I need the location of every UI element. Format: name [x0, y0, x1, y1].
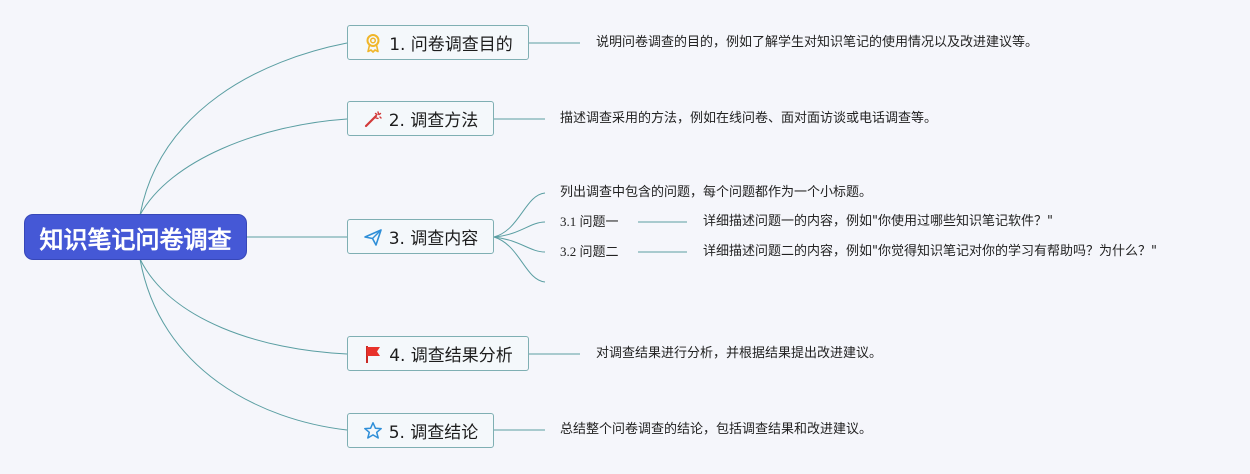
topic-2[interactable]: 2. 调查方法	[347, 101, 494, 136]
topic-1-label: 1. 问卷调查目的	[389, 35, 513, 55]
topic-2-note: 描述调查采用的方法，例如在线问卷、面对面访谈或电话调查等。	[560, 111, 938, 126]
topic-5-note: 总结整个问卷调查的结论，包括调查结果和改进建议。	[560, 422, 873, 437]
topic-1-note: 说明问卷调查的目的，例如了解学生对知识笔记的使用情况以及改进建议等。	[596, 35, 1039, 50]
root-topic-label: 知识笔记问卷调查	[39, 225, 232, 254]
magic-wand-icon	[363, 109, 383, 129]
branch-line-5	[139, 258, 348, 431]
topic-1[interactable]: 1. 问卷调查目的	[347, 25, 529, 60]
topic-4-note: 对调查结果进行分析，并根据结果提出改进建议。	[596, 346, 883, 361]
topic-4[interactable]: 4. 调查结果分析	[347, 336, 529, 371]
branch-line-4	[139, 258, 348, 355]
fan-line-c	[493, 236, 546, 253]
paper-plane-icon	[363, 227, 383, 247]
fan-line-a	[493, 192, 546, 238]
topic-3-label: 3. 调查内容	[388, 229, 479, 249]
subtopic-3-1[interactable]: 3.1 问题一	[560, 214, 619, 229]
topic-3[interactable]: 3. 调查内容	[347, 219, 494, 254]
topic-2-label: 2. 调查方法	[388, 111, 479, 131]
topic-5[interactable]: 5. 调查结论	[347, 413, 494, 448]
topic-5-label: 5. 调查结论	[388, 423, 479, 443]
topic-4-label: 4. 调查结果分析	[389, 346, 513, 366]
branch-line-2	[139, 118, 348, 216]
subtopic-3-1-note: 详细描述问题一的内容，例如"你使用过哪些知识笔记软件？"	[703, 214, 1053, 229]
branch-line-1	[139, 42, 348, 216]
fan-line-d	[493, 236, 546, 283]
topic-3-note: 列出调查中包含的问题，每个问题都作为一个小标题。	[560, 185, 873, 200]
red-flag-icon	[363, 344, 383, 364]
award-ribbon-icon	[363, 33, 383, 53]
subtopic-3-2-note: 详细描述问题二的内容，例如"你觉得知识笔记对你的学习有帮助吗？为什么？"	[703, 244, 1157, 259]
fan-line-b	[493, 221, 546, 238]
root-topic[interactable]: 知识笔记问卷调查	[25, 215, 246, 259]
subtopic-3-2[interactable]: 3.2 问题二	[560, 244, 619, 259]
star-outline-icon	[363, 421, 383, 441]
